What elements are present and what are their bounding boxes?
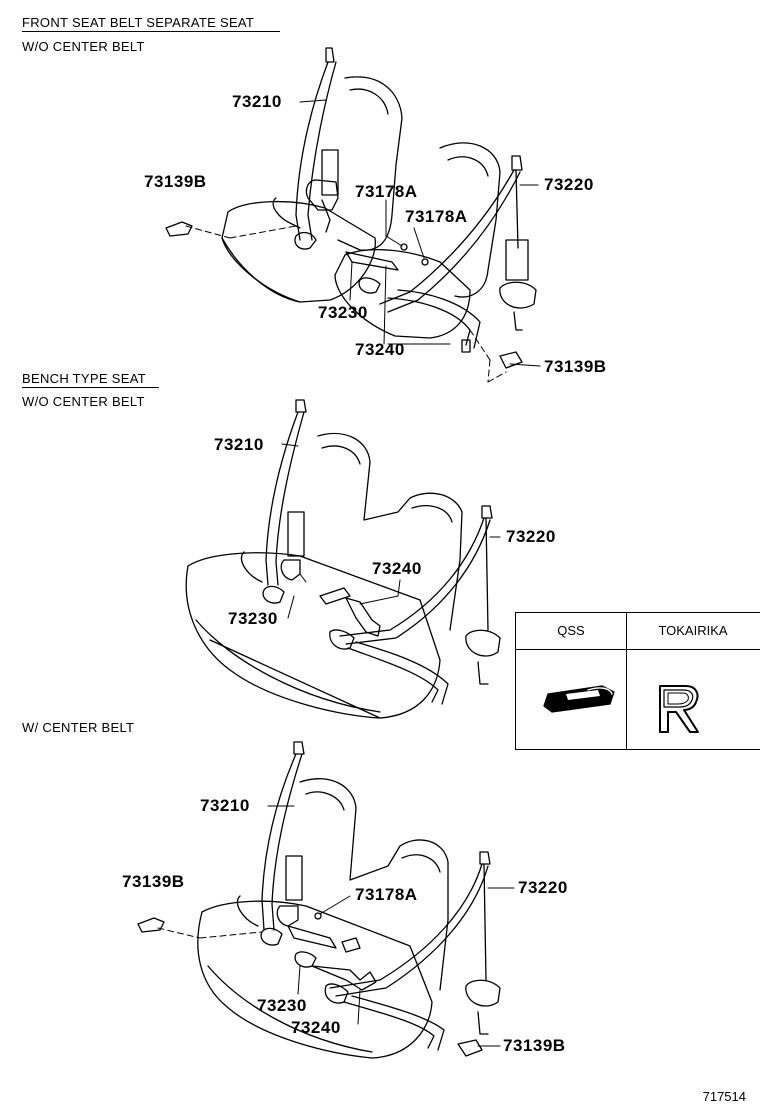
legend-header-qss: QSS xyxy=(516,613,626,650)
qss-logo xyxy=(543,685,615,713)
legend-divider xyxy=(626,613,627,749)
section-1-subtitle: W/O CENTER BELT xyxy=(22,39,145,54)
diagram-number: 717514 xyxy=(702,1089,746,1104)
separate-seat-assembly xyxy=(165,47,537,369)
section-3-leaders xyxy=(157,805,515,1047)
manufacturer-legend: QSS TOKAIRIKA xyxy=(515,612,760,750)
section-2-subtitle: W/O CENTER BELT xyxy=(22,394,145,409)
callout-73178a-s1-a: 73178A xyxy=(355,182,418,201)
section-2-leaders xyxy=(281,443,501,619)
callout-73230-s2: 73230 xyxy=(228,609,278,628)
section-3-title: W/ CENTER BELT xyxy=(22,720,135,735)
callout-73230-s1: 73230 xyxy=(318,303,368,322)
callout-73220-s1: 73220 xyxy=(544,175,594,194)
callout-73139b-s1-right: 73139B xyxy=(544,357,607,376)
section-1-title: FRONT SEAT BELT SEPARATE SEAT xyxy=(22,16,280,32)
callout-73220-s3: 73220 xyxy=(518,878,568,897)
callout-73220-s2: 73220 xyxy=(506,527,556,546)
section-2-title: BENCH TYPE SEAT xyxy=(22,372,159,388)
bench-seat-assembly xyxy=(185,399,501,719)
callout-73240-s3: 73240 xyxy=(291,1018,341,1037)
callout-73139b-s1-left: 73139B xyxy=(144,172,207,191)
tokairika-r-logo xyxy=(659,685,699,733)
center-belt-seat-assembly xyxy=(137,741,501,1059)
legend-header-tokairika: TOKAIRIKA xyxy=(626,613,760,650)
callout-73240-s1: 73240 xyxy=(355,340,405,359)
callout-73178a-s1-b: 73178A xyxy=(405,207,468,226)
callout-73230-s3: 73230 xyxy=(257,996,307,1015)
callout-73210-s2: 73210 xyxy=(214,435,264,454)
callout-73139b-s3-left: 73139B xyxy=(122,872,185,891)
callout-73210-s3: 73210 xyxy=(200,796,250,815)
callout-73178a-s3: 73178A xyxy=(355,885,418,904)
section-1-leaders xyxy=(185,99,541,383)
callout-73210-s1: 73210 xyxy=(232,92,282,111)
callout-73240-s2: 73240 xyxy=(372,559,422,578)
callout-73139b-s3-right: 73139B xyxy=(503,1036,566,1055)
